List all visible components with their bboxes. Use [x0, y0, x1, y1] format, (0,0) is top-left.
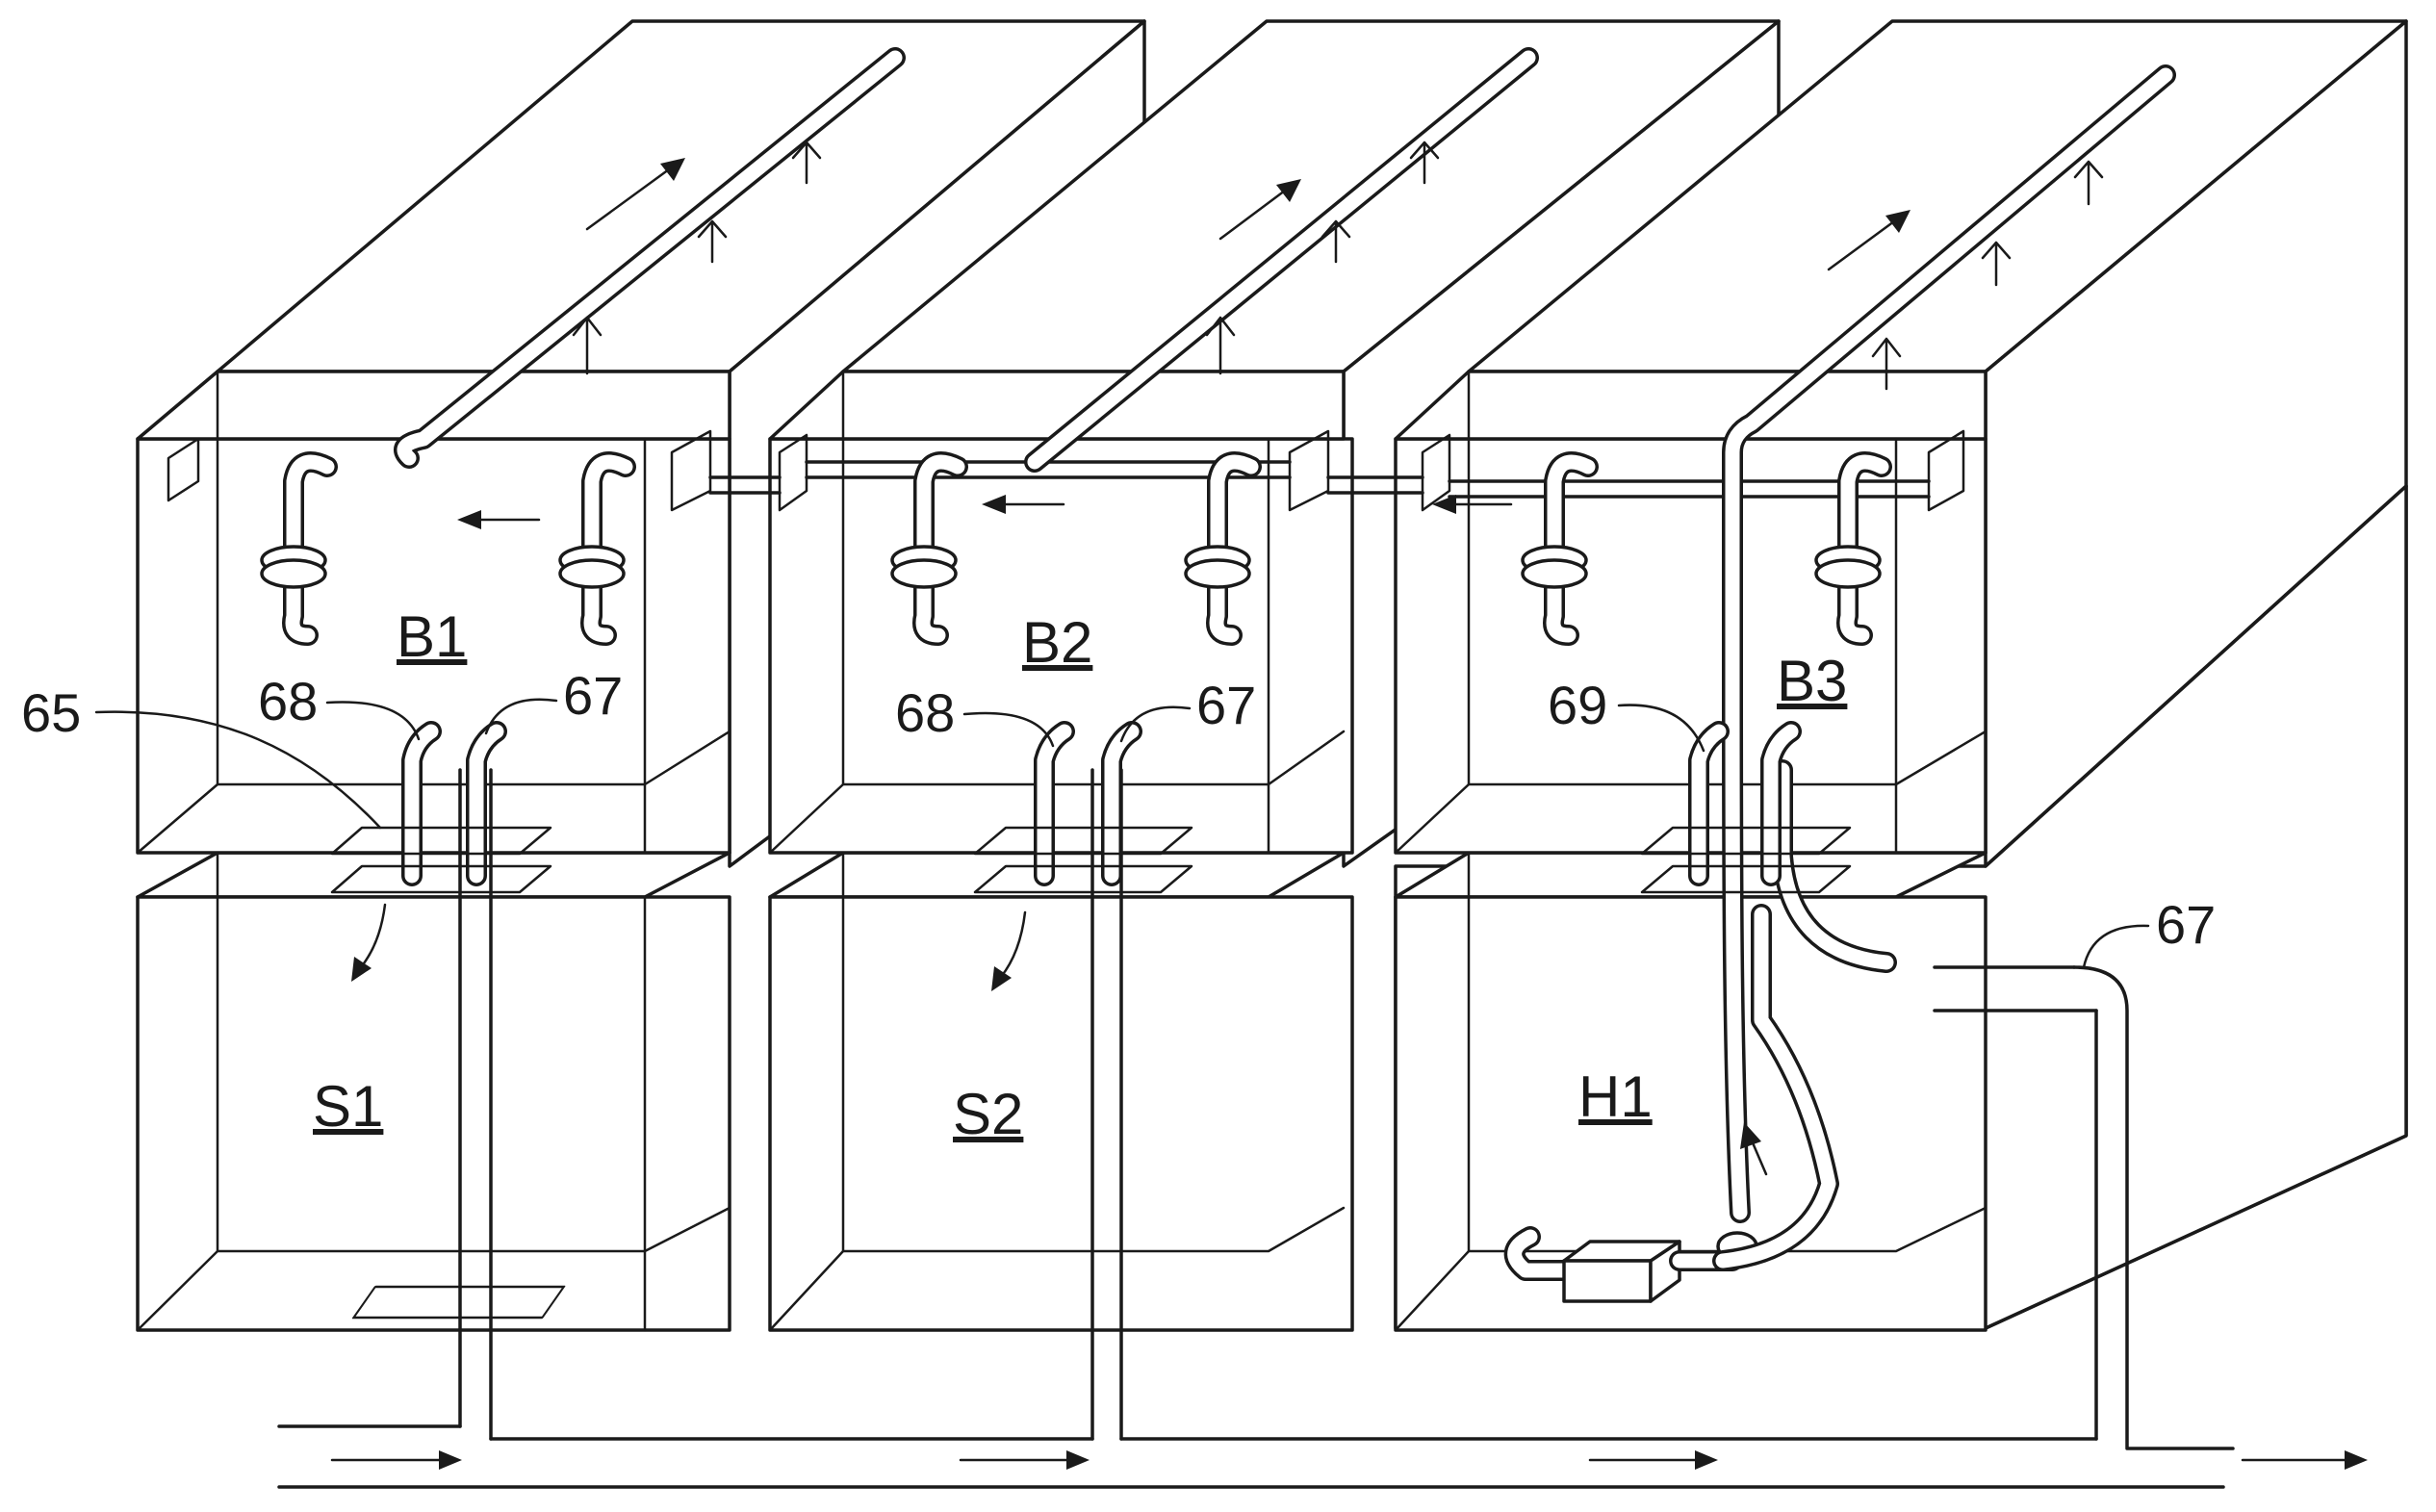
leader-69-b3	[1617, 704, 1705, 753]
numeral-69-b3: 69	[1548, 675, 1607, 735]
flow-arrows	[330, 158, 2368, 1470]
box-b2-frame	[768, 370, 1354, 855]
b3-riser-pipes	[1640, 721, 1852, 894]
spray-pipe-b3	[1722, 64, 2176, 1223]
numeral-67-h1: 67	[2156, 894, 2216, 955]
numeral-67-b2: 67	[1196, 675, 1256, 735]
hook-pipes	[260, 451, 1892, 646]
label-h1: H1	[1578, 1064, 1653, 1129]
leader-68-b2	[962, 711, 1055, 748]
numeral-65: 65	[21, 682, 81, 743]
numeral-67-b1: 67	[563, 665, 623, 726]
numeral-68-b1: 68	[258, 671, 318, 731]
pump-h1	[1503, 904, 1839, 1303]
spray-nozzles	[572, 141, 2104, 391]
leader-67-b1	[484, 698, 558, 735]
spray-pipe-b2	[1024, 47, 1539, 473]
b1-riser-pipes	[330, 721, 552, 894]
leader-67-b2	[1119, 705, 1192, 743]
b2-riser-pipes	[973, 721, 1193, 894]
box-s2-frame	[768, 851, 1354, 1332]
leader-68-b1	[325, 701, 421, 741]
label-s2: S2	[953, 1082, 1023, 1146]
box-s1-frame	[136, 851, 731, 1332]
box-b1-frame	[136, 370, 731, 855]
leader-67-h1	[2082, 924, 2150, 969]
numeral-68-b2: 68	[895, 682, 955, 743]
spray-pipe-b1	[394, 47, 906, 469]
label-s1: S1	[313, 1074, 383, 1139]
b3-return-pipe	[1772, 759, 1897, 973]
leader-65	[94, 710, 382, 830]
label-b1: B1	[397, 604, 467, 669]
label-b3: B3	[1777, 649, 1847, 713]
label-b2: B2	[1022, 610, 1092, 675]
bottom-manifold	[277, 768, 2235, 1489]
